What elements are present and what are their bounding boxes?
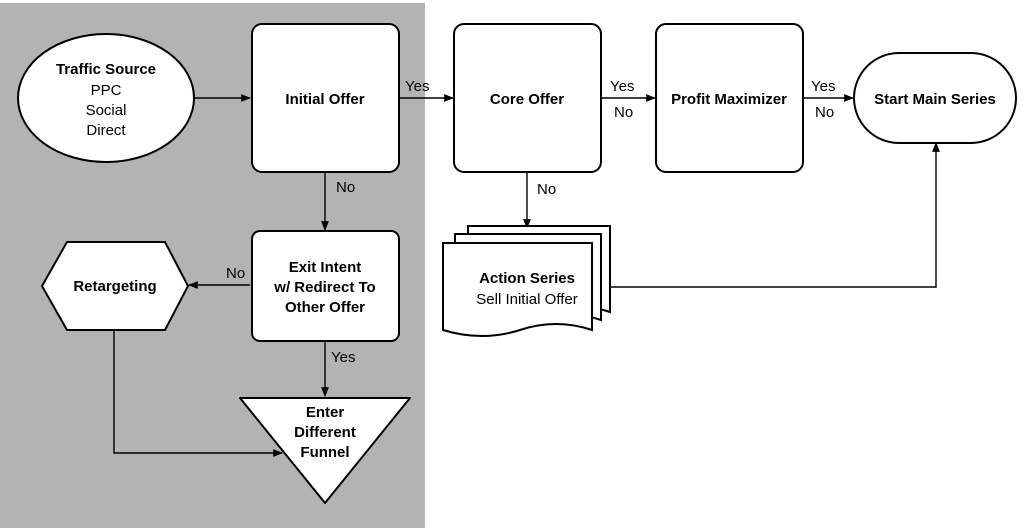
start-main-series-node bbox=[853, 52, 1017, 144]
initial-offer-label: Initial Offer bbox=[285, 91, 364, 108]
enter-funnel-line: Different bbox=[294, 424, 356, 441]
enter-funnel-line: Enter bbox=[306, 404, 345, 421]
edge-label-yes: Yes bbox=[405, 78, 429, 95]
edge-label-yes: Yes bbox=[610, 78, 634, 95]
enter-funnel-node bbox=[239, 397, 411, 504]
edge-action-to-start bbox=[608, 142, 940, 288]
traffic-source-line: Social bbox=[86, 102, 127, 119]
edge-label-yes: Yes bbox=[331, 349, 355, 366]
edge-retargeting-to-enter bbox=[113, 330, 283, 457]
action-series-node bbox=[442, 225, 611, 337]
profit-maximizer-label: Profit Maximizer bbox=[671, 91, 787, 108]
exit-intent-line: Exit Intent bbox=[289, 259, 362, 276]
edge-label-no: No bbox=[815, 104, 834, 121]
edge-label-yes: Yes bbox=[811, 78, 835, 95]
traffic-source-line: PPC bbox=[91, 82, 122, 99]
edge-label-no: No bbox=[537, 181, 556, 198]
retargeting-node bbox=[40, 241, 190, 331]
exit-intent-line: Other Offer bbox=[285, 299, 365, 316]
edge-label-no: No bbox=[614, 104, 633, 121]
action-series-subtitle: Sell Initial Offer bbox=[476, 291, 577, 308]
core-offer-node bbox=[453, 23, 602, 173]
action-series-title: Action Series bbox=[479, 270, 575, 287]
initial-offer-node bbox=[251, 23, 400, 173]
exit-intent-line: w/ Redirect To bbox=[273, 279, 375, 296]
start-main-series-label: Start Main Series bbox=[874, 91, 996, 108]
enter-funnel-line: Funnel bbox=[300, 444, 349, 461]
edge-label-no: No bbox=[226, 265, 245, 282]
core-offer-label: Core Offer bbox=[490, 91, 564, 108]
edge-label-no: No bbox=[336, 179, 355, 196]
traffic-source-node bbox=[17, 33, 195, 163]
retargeting-label: Retargeting bbox=[73, 278, 156, 295]
traffic-source-title: Traffic Source bbox=[56, 61, 156, 78]
profit-maximizer-node bbox=[655, 23, 804, 173]
traffic-source-line: Direct bbox=[86, 122, 126, 139]
exit-intent-node bbox=[251, 230, 400, 342]
